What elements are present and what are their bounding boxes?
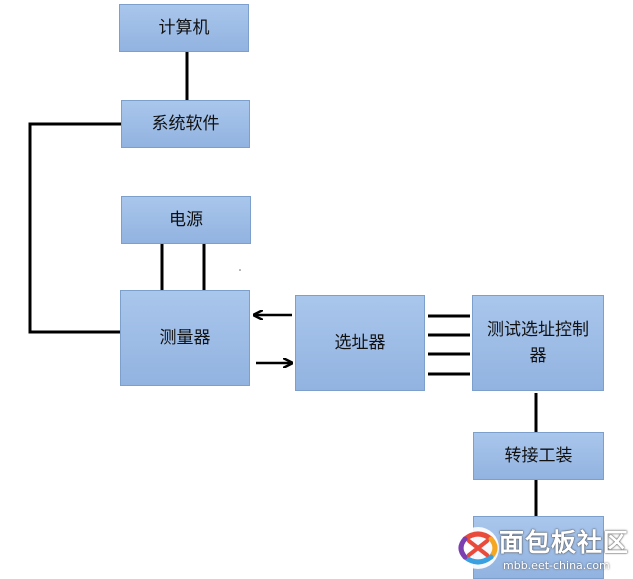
adapter-fixture-box: 转接工装 [473, 432, 604, 480]
adapter-fixture-label: 转接工装 [504, 446, 573, 466]
line-software-meter [28, 122, 121, 334]
stray-dot [239, 269, 241, 271]
computer-label: 计算机 [158, 18, 210, 38]
computer-box: 计算机 [119, 4, 249, 52]
power-supply-box: 电源 [121, 196, 251, 244]
watermark: 面包板社区 mbb.eet-china.com [455, 523, 633, 579]
test-selector-controller-label: 测试选址控制器 [487, 320, 589, 366]
selector-label: 选址器 [334, 333, 386, 353]
system-software-label: 系统软件 [151, 114, 220, 134]
watermark-title: 面包板社区 [499, 528, 630, 557]
watermark-logo-icon [457, 527, 499, 569]
meter-box: 测量器 [120, 290, 250, 386]
meter-label: 测量器 [159, 328, 211, 348]
watermark-url: mbb.eet-china.com [503, 559, 610, 572]
power-supply-label: 电源 [169, 210, 203, 230]
test-selector-controller-box: 测试选址控制器 [472, 295, 604, 391]
selector-box: 选址器 [295, 295, 425, 391]
system-software-box: 系统软件 [121, 100, 250, 148]
